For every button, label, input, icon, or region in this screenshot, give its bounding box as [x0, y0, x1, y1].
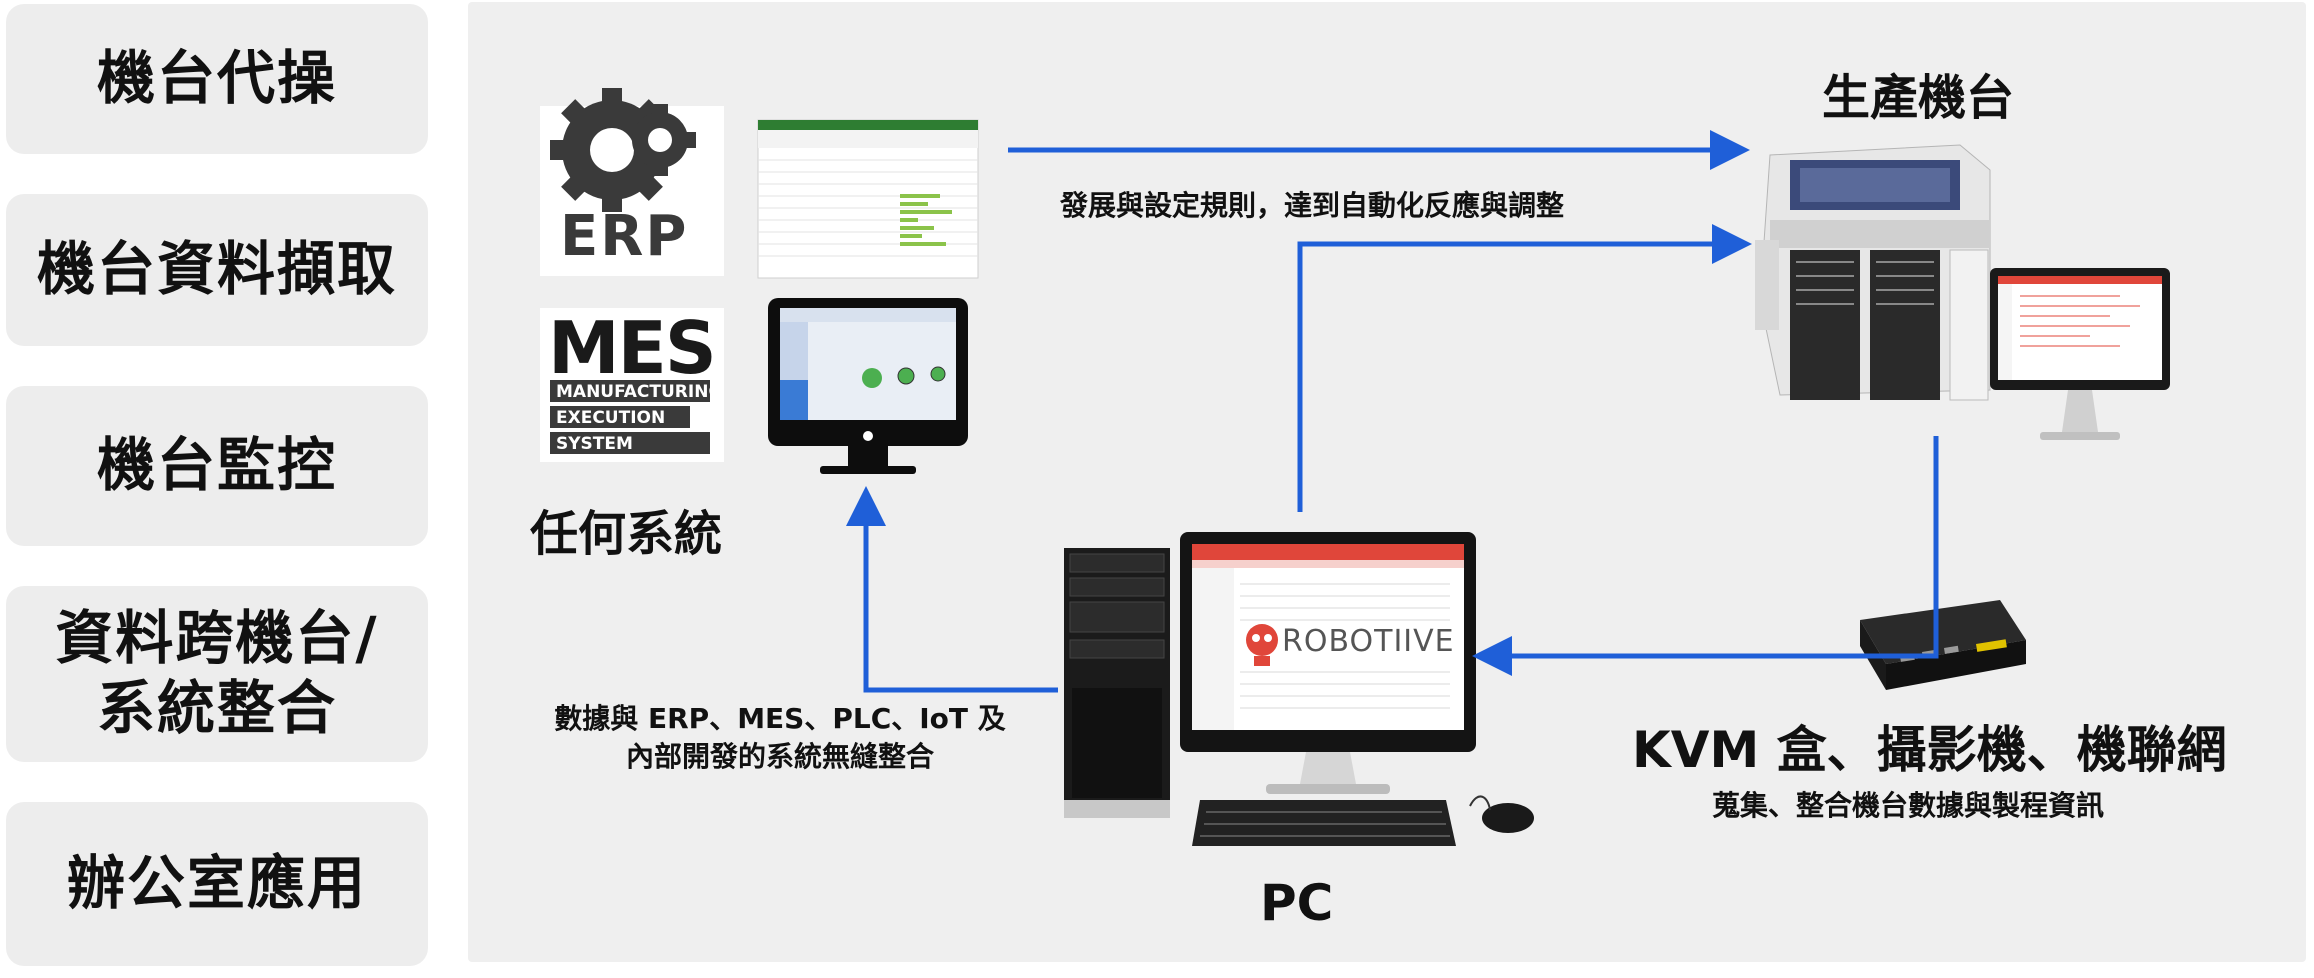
sidebar-item-machine-operation[interactable]: 機台代操 — [6, 4, 428, 154]
robot-icon — [1246, 624, 1278, 666]
rule-caption: 發展與設定規則，達到自動化反應與調整 — [1060, 189, 1565, 222]
sidebar-item-monitoring[interactable]: 機台監控 — [6, 386, 428, 546]
integration-caption: 數據與 ERP、MES、PLC、IoT 及 內部開發的系統無縫整合 — [540, 700, 1020, 776]
mes-line-3: SYSTEM — [556, 434, 633, 454]
integration-caption-line1: 數據與 ERP、MES、PLC、IoT 及 — [554, 702, 1006, 735]
pc-monitor — [1180, 532, 1476, 794]
sidebar-item-label: 機台資料擷取 — [36, 235, 397, 304]
sidebar-item-label: 機台代操 — [96, 44, 337, 113]
integration-caption-line2: 內部開發的系統無縫整合 — [625, 739, 934, 773]
machine-monitor — [1990, 268, 2170, 440]
production-machine — [1755, 144, 1991, 401]
robot-logo-text: ROBOTIIVE — [1282, 624, 1455, 659]
sidebar-item-office[interactable]: 辦公室應用 — [6, 802, 428, 966]
any-system-label: 任何系統 — [530, 506, 723, 562]
machine-label: 生產機台 — [1822, 70, 2015, 126]
sidebar-item-label: 辦公室應用 — [66, 849, 367, 918]
keyboard — [1192, 800, 1456, 846]
mes-logo-text: MES — [548, 306, 717, 390]
pc-to-systems-arrow — [846, 486, 1058, 693]
sidebar-item-label: 資料跨機台/ — [55, 604, 379, 673]
kvm-label: KVM 盒、攝影機、機聯網 — [1632, 721, 2227, 779]
machine-to-pc-arrow — [1472, 436, 1939, 676]
mes-line-1: MANUFACTURING — [556, 382, 723, 402]
mes-line-2: EXECUTION — [556, 408, 666, 428]
pc-tower — [1064, 548, 1170, 818]
sidebar-item-integration[interactable]: 資料跨機台/ 系統整合 — [6, 586, 428, 762]
kvm-caption: 蒐集、整合機台數據與製程資訊 — [1712, 789, 2105, 822]
sidebar-item-data-capture[interactable]: 機台資料擷取 — [6, 194, 428, 346]
mes-logo — [540, 308, 724, 462]
sidebar-item-label: 機台監控 — [96, 431, 337, 500]
mouse — [1469, 795, 1534, 833]
sidebar-item-label-line2: 系統整合 — [96, 674, 337, 742]
gear-small-icon — [632, 104, 696, 176]
erp-logo-text: ERP — [560, 204, 689, 269]
spreadsheet-thumbnail — [757, 119, 979, 279]
erp-logo — [540, 88, 724, 276]
pc-label: PC — [1260, 874, 1334, 932]
pc-to-machine-arrow — [1297, 224, 1752, 512]
kvm-box — [1860, 600, 2026, 690]
desktop-monitor — [768, 298, 968, 474]
